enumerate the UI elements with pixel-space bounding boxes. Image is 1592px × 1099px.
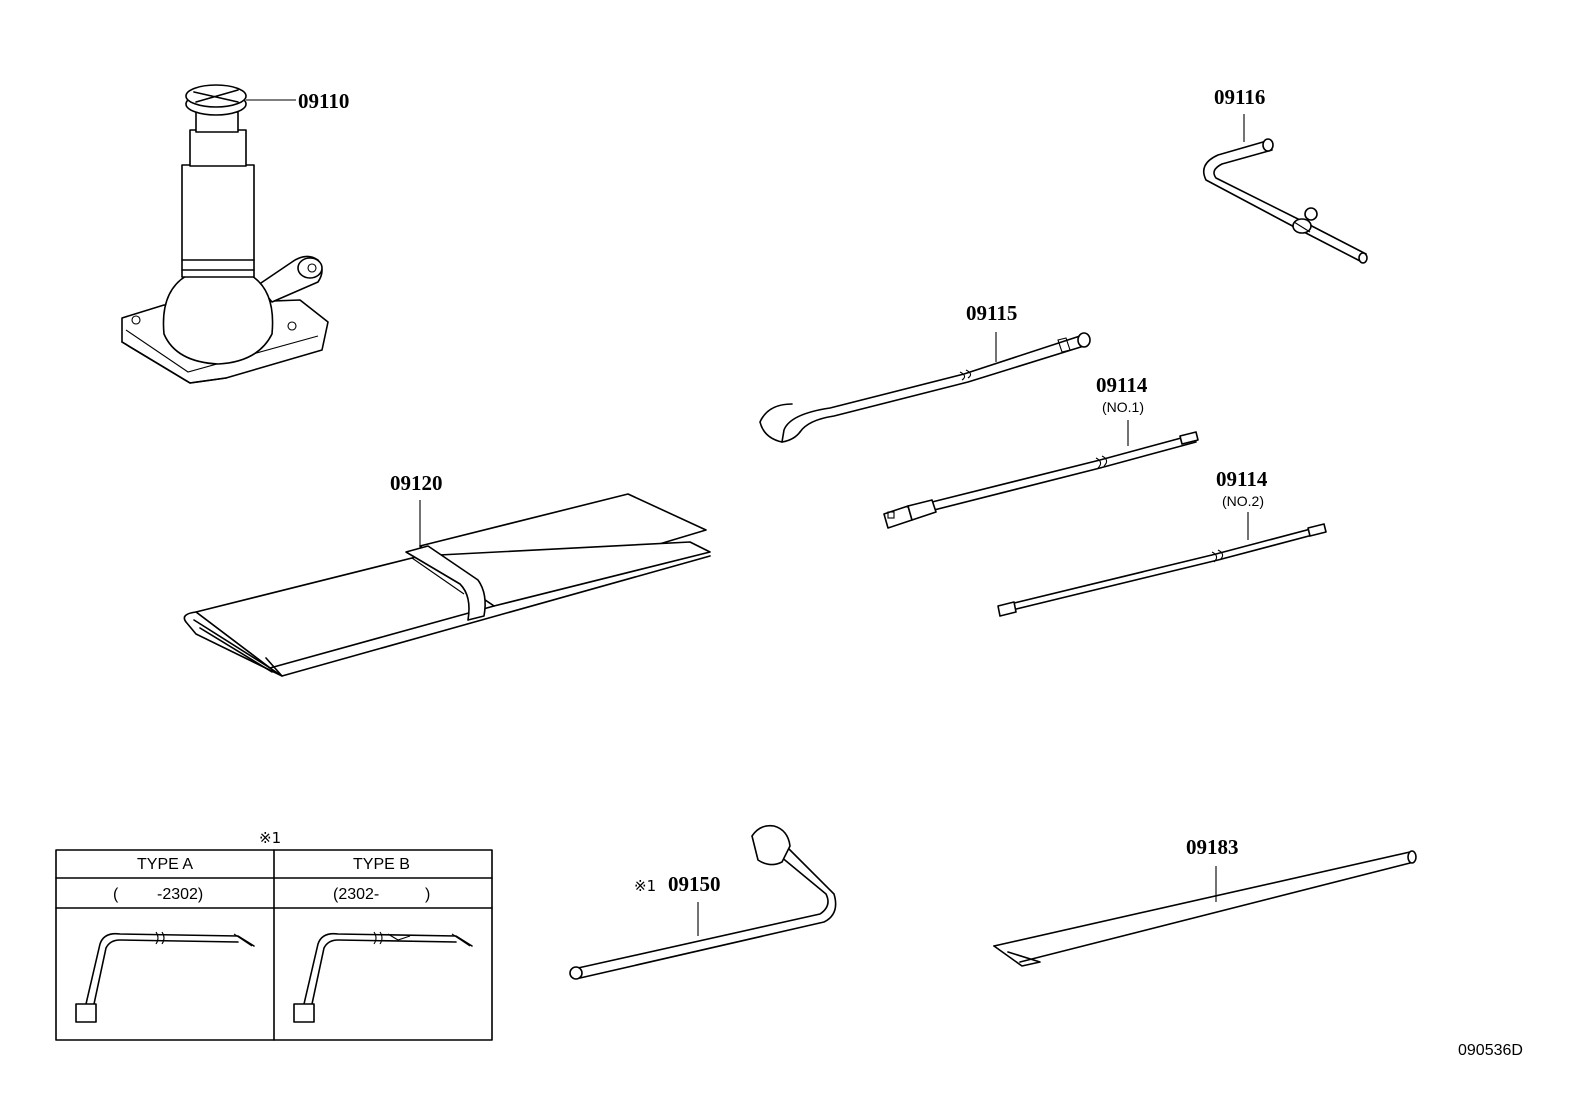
part-number-09114-no1: 09114 bbox=[1096, 373, 1148, 397]
type-table bbox=[55, 849, 493, 1041]
type-b-header: TYPE B bbox=[353, 856, 410, 873]
part-number-09183: 09183 bbox=[1186, 835, 1239, 859]
handle-09116-illustration bbox=[1202, 114, 1368, 264]
type-a-wrench-illustration bbox=[75, 931, 255, 1023]
jack-illustration bbox=[121, 84, 329, 384]
type-a-header: TYPE A bbox=[137, 856, 193, 873]
extension-09114-no1-illustration bbox=[883, 420, 1199, 529]
type-a-range-value: -2302) bbox=[157, 886, 203, 903]
part-note-no1: (NO.1) bbox=[1102, 399, 1144, 415]
bar-09183-illustration bbox=[993, 850, 1417, 967]
type-table-mark: ※1 bbox=[259, 829, 281, 847]
part-number-09120: 09120 bbox=[390, 471, 443, 495]
extension-09114-no2-illustration bbox=[997, 512, 1327, 617]
type-b-range-close: ) bbox=[425, 886, 430, 903]
type-b-wrench-illustration bbox=[293, 931, 473, 1023]
part-note-no2: (NO.2) bbox=[1222, 493, 1264, 509]
figure-reference: 090536D bbox=[1458, 1042, 1523, 1059]
lug-wrench-09150-illustration bbox=[569, 824, 837, 980]
part-number-09116: 09116 bbox=[1214, 85, 1265, 109]
part-number-09115: 09115 bbox=[966, 301, 1017, 325]
part-number-09110: 09110 bbox=[298, 89, 349, 113]
handle-09115-illustration bbox=[759, 332, 1091, 443]
type-a-range-open: ( bbox=[113, 886, 119, 903]
part-number-09150: 09150 bbox=[668, 872, 721, 896]
part-09150-mark: ※1 bbox=[634, 877, 656, 895]
tool-bag-illustration bbox=[183, 493, 711, 677]
type-b-range-value: (2302- bbox=[333, 886, 379, 903]
part-number-09114-no2: 09114 bbox=[1216, 467, 1268, 491]
